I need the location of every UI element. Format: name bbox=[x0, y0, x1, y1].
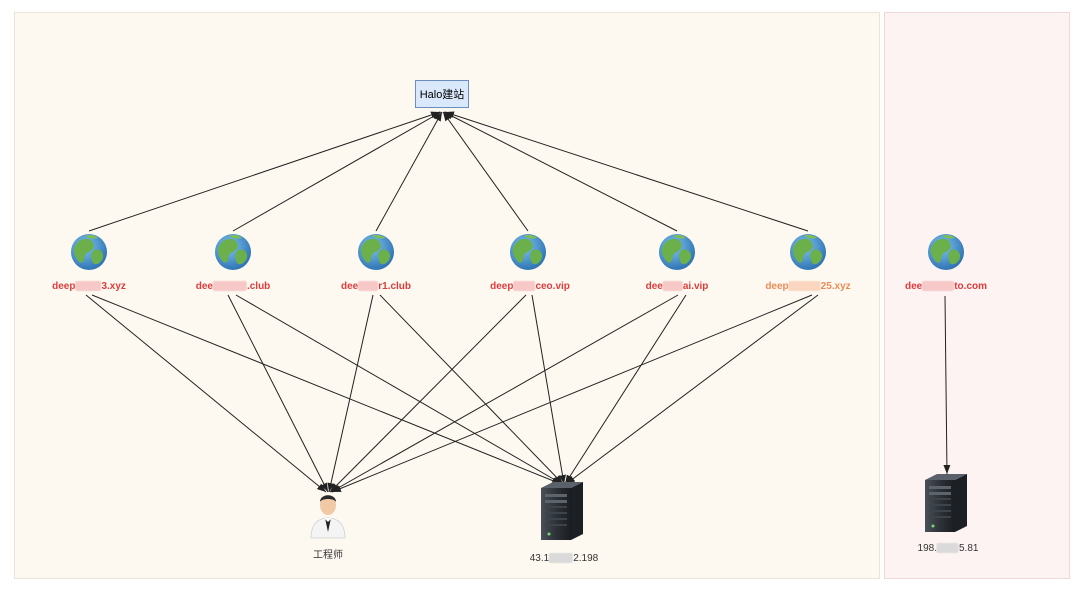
redaction bbox=[937, 543, 959, 554]
redaction bbox=[662, 281, 683, 292]
edge-right-domain-to-server bbox=[943, 295, 951, 475]
edge bbox=[235, 294, 563, 485]
globe-icon bbox=[71, 234, 107, 270]
globe-icon bbox=[358, 234, 394, 270]
redaction bbox=[788, 281, 821, 292]
edge bbox=[375, 111, 443, 232]
edges-to-halo bbox=[88, 111, 809, 232]
domain-label: dee.club bbox=[195, 281, 271, 292]
edge bbox=[564, 294, 687, 485]
engineer-label: 工程师 bbox=[313, 550, 343, 561]
edge bbox=[531, 294, 566, 485]
redaction bbox=[75, 281, 102, 292]
globe-icon bbox=[510, 234, 546, 270]
edge bbox=[232, 111, 442, 232]
redaction bbox=[358, 281, 379, 292]
globe-icon bbox=[790, 234, 826, 270]
edges-to-server bbox=[91, 294, 819, 485]
edge bbox=[327, 294, 374, 493]
redaction bbox=[922, 281, 955, 292]
edge bbox=[91, 294, 562, 485]
engineer-icon bbox=[310, 495, 346, 539]
edge bbox=[443, 111, 678, 232]
edge bbox=[331, 294, 813, 493]
redaction bbox=[513, 281, 536, 292]
globe-icon bbox=[928, 234, 964, 270]
edges-to-engineer bbox=[85, 294, 813, 493]
edge bbox=[565, 294, 819, 485]
edge bbox=[85, 294, 327, 493]
globe-icon bbox=[215, 234, 251, 270]
globe-icon bbox=[659, 234, 695, 270]
halo-site-label: Halo建站 bbox=[419, 89, 465, 101]
redaction bbox=[212, 281, 247, 292]
edge bbox=[444, 111, 809, 232]
edge bbox=[442, 111, 529, 232]
server-ip-label: 198.5.81 bbox=[917, 543, 979, 554]
edge bbox=[227, 294, 329, 493]
server-icon bbox=[925, 474, 967, 532]
edge bbox=[88, 111, 441, 232]
edge bbox=[330, 294, 679, 493]
edge bbox=[379, 294, 564, 485]
separate-group-panel bbox=[884, 12, 1070, 579]
edge bbox=[329, 294, 527, 493]
server-icon bbox=[541, 482, 583, 540]
redaction bbox=[549, 553, 574, 564]
halo-site-node: Halo建站 bbox=[415, 80, 469, 108]
